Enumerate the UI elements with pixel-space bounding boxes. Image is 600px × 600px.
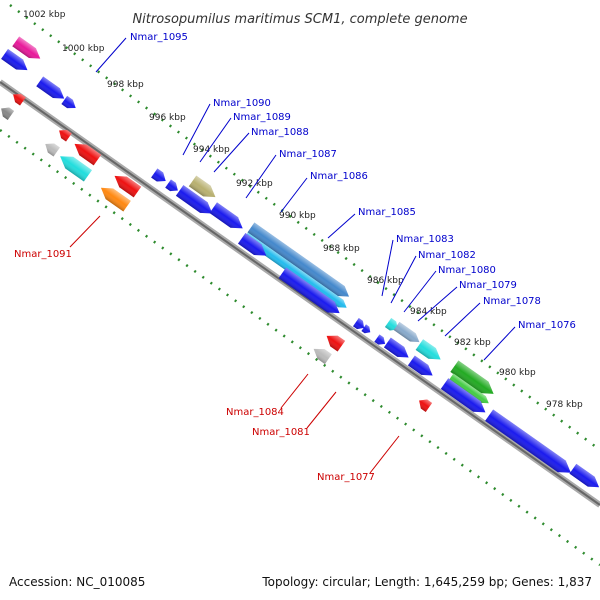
tick-label: 980 kbp [499,368,536,378]
gene-label-nmar-1091: Nmar_1091 [14,249,72,260]
genome-backbone [0,79,600,508]
gene-arrow [74,143,102,166]
tick-guides [0,4,600,567]
gene-arrow [384,318,398,331]
gene-arrow [1,49,28,71]
gene-arrow [175,185,213,214]
gene-label-nmar-1079: Nmar_1079 [459,280,517,291]
gene-labels-plus: Nmar_1095 Nmar_1090 Nmar_1089 Nmar_1088 … [130,32,576,331]
gene-arrow [36,76,65,99]
gene-arrow [13,93,26,106]
gene-arrow [415,339,441,360]
gene-label-nmar-1089: Nmar_1089 [233,112,291,123]
gene-arrow [448,373,489,404]
gene-arrow [383,337,409,358]
gene-arrow [569,463,600,488]
gene-arrow [60,156,92,182]
gene-arrow [237,233,267,256]
tick-label: 998 kbp [107,80,144,90]
tick-label: 1002 kbp [23,10,66,20]
gene-label-nmar-1083: Nmar_1083 [396,234,454,245]
gene-arrow [209,202,243,229]
tick-label: 978 kbp [546,400,583,410]
tick-label: 1000 kbp [62,44,105,54]
gene-features [1,36,600,488]
tick-labels: 1002 kbp 1000 kbp 998 kbp 996 kbp 994 kb… [23,10,583,410]
gene-arrow [242,232,347,308]
gene-label-nmar-1084: Nmar_1084 [226,407,284,418]
gene-arrow [1,107,15,120]
gene-arrow [326,335,346,352]
genome-summary-text: Topology: circular; Length: 1,645,259 bp… [261,575,592,589]
gene-label-nmar-1085: Nmar_1085 [358,207,416,218]
gene-arrow [374,334,386,345]
gene-arrow [100,187,131,212]
gene-arrow [393,321,420,343]
gene-arrow [313,348,332,365]
gene-arrow [419,399,433,412]
gene-label-nmar-1078: Nmar_1078 [483,296,541,307]
gene-label-nmar-1088: Nmar_1088 [251,127,309,138]
tick-label: 996 kbp [149,113,186,123]
gene-arrow [361,324,371,334]
gene-arrow [278,267,340,314]
gene-label-nmar-1090: Nmar_1090 [213,98,271,109]
lower-tick-guide [0,128,600,567]
gene-arrow [165,179,178,192]
gene-arrow [114,175,142,198]
map-title: Nitrosopumilus maritimus SCM1, complete … [132,12,467,27]
accession-text: Accession: NC_010085 [9,575,145,589]
gene-labels-minus: Nmar_1091 Nmar_1084 Nmar_1081 Nmar_1077 [14,249,375,483]
tick-label: 994 kbp [193,145,230,155]
gene-arrow [450,360,494,394]
tick-label: 988 kbp [323,244,360,254]
gene-arrow [151,168,166,182]
gene-arrow [485,409,571,473]
gene-label-nmar-1095: Nmar_1095 [130,32,188,43]
gene-label-nmar-1086: Nmar_1086 [310,171,368,182]
gene-arrow [353,318,365,330]
gene-arrow [247,222,350,297]
gene-arrow [61,95,76,109]
upper-tick-guide [9,4,600,451]
gene-arrow [440,378,486,413]
tick-label: 990 kbp [279,211,316,221]
tick-label: 982 kbp [454,338,491,348]
gene-label-nmar-1076: Nmar_1076 [518,320,576,331]
gene-label-nmar-1087: Nmar_1087 [279,149,337,160]
gene-label-nmar-1077: Nmar_1077 [317,472,375,483]
gene-arrow [45,143,60,157]
gene-arrow [407,355,433,376]
gene-label-nmar-1082: Nmar_1082 [418,250,476,261]
gene-arrow [12,36,41,59]
gene-label-nmar-1080: Nmar_1080 [438,265,496,276]
gene-label-nmar-1081: Nmar_1081 [252,427,310,438]
tick-label: 986 kbp [367,276,404,286]
tick-label: 992 kbp [236,179,273,189]
gene-arrow [59,129,72,142]
gene-arrow [188,175,216,198]
label-leaders [69,37,516,474]
